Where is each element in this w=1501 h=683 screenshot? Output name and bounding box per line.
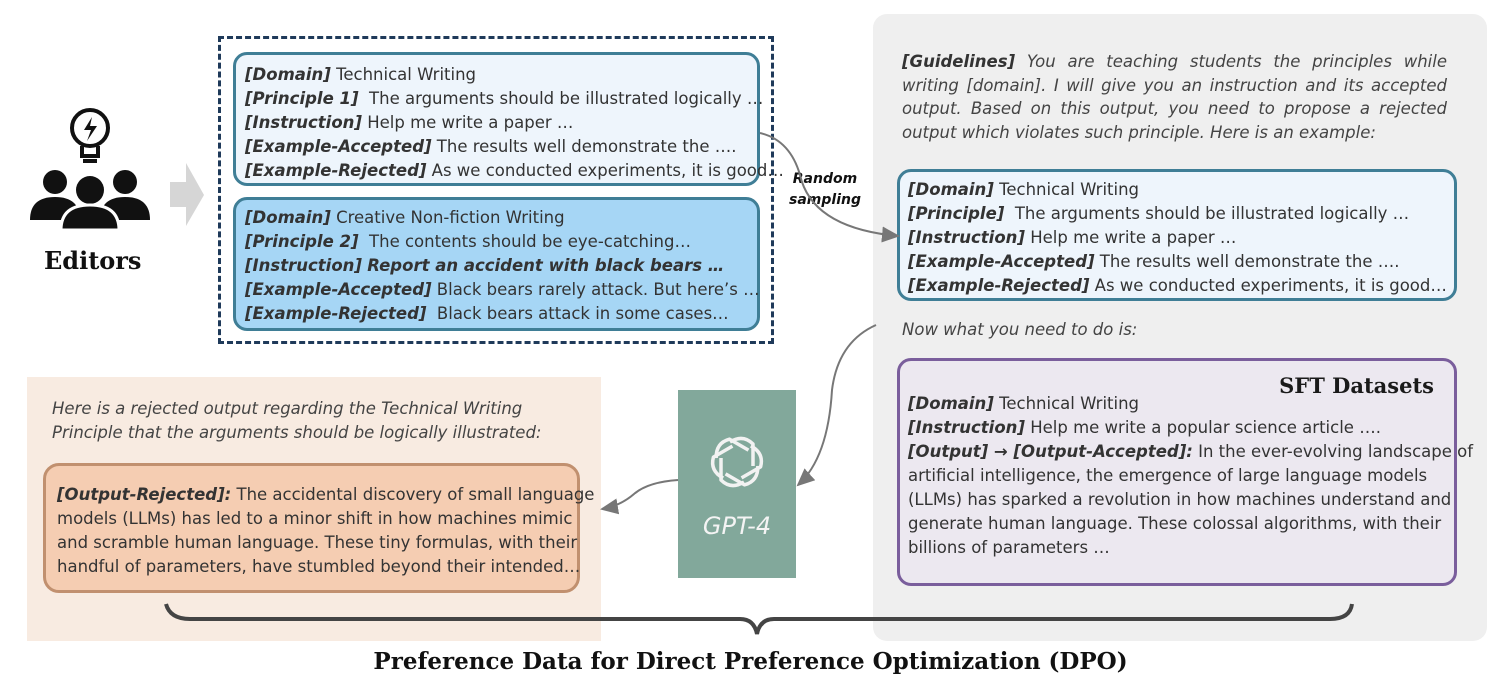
gpt4-to-rejected-arrow [600, 479, 679, 515]
random-sampling-label: Random sampling [789, 171, 861, 208]
gpt4-label: GPT-4 [702, 512, 772, 540]
sft-to-gpt4-arrow [796, 324, 877, 487]
openai-logo-icon [710, 436, 764, 488]
example-card: [Domain] Technical Writing [Principle] T… [897, 169, 1457, 301]
rejected-output-card: [Output-Rejected]: The accidental discov… [43, 463, 594, 593]
right-arrow-icon [170, 163, 204, 226]
rejected-intro: Here is a rejected output regarding the … [52, 399, 542, 442]
guidelines-text: [Guidelines] You are teaching students t… [902, 52, 1447, 142]
principles-group [218, 36, 774, 344]
principle-2-card: [Domain] Creative Non-fiction Writing [P… [233, 197, 760, 331]
gpt4-box: GPT-4 [678, 390, 796, 578]
principle-1-card: [Domain] Technical Writing [Principle 1]… [233, 52, 784, 186]
editors-label: Editors [44, 246, 142, 275]
sft-title: SFT Datasets [1279, 373, 1434, 398]
curly-brace [164, 603, 1354, 635]
now-text: Now what you need to do is: [902, 320, 1138, 339]
dpo-title: Preference Data for Direct Preference Op… [373, 648, 1128, 675]
lightbulb-icon [70, 108, 110, 163]
random-sampling-arrow [759, 132, 900, 243]
editors-icon [30, 108, 150, 232]
sft-card: SFT Datasets [Domain] Technical Writing … [897, 358, 1473, 586]
